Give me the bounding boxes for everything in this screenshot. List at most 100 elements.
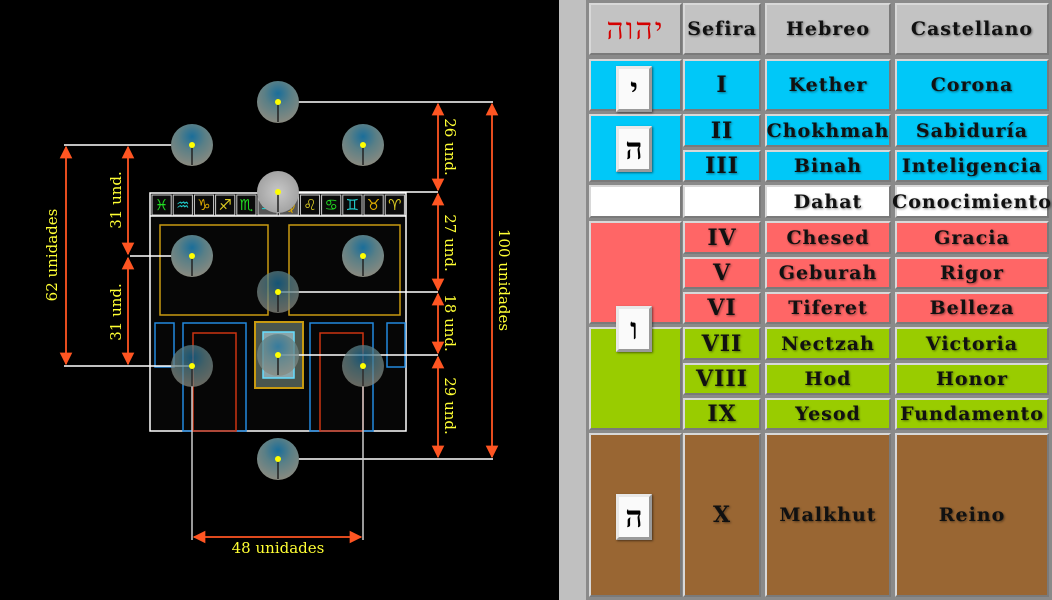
sefira-cell: X [683,433,761,597]
label-100-unidades: 100 unidades [495,229,513,331]
sefira-cell: VII [683,327,761,360]
sphere-kether [257,81,299,123]
svg-text:♋: ♋ [324,196,337,214]
label-26-und: 26 und. [441,118,459,176]
hebreo-cell: Yesod [765,398,891,430]
hebreo-cell-text: Yesod [795,403,861,425]
castellano-cell-text: Conocimiento [892,190,1052,213]
sefira-cell-text: II [710,117,734,144]
castellano-cell-text: Sabiduría [915,119,1029,142]
node-dot [275,352,281,358]
node-dot [275,99,281,105]
node-dot [189,142,195,148]
castellano-cell-text: Victoria [925,332,1019,355]
svg-text:♊: ♊ [346,196,359,214]
castellano-cell: Sabiduría [895,114,1049,147]
header-tetragrammaton-text: יהוה [606,11,665,47]
castellano-cell-text: Honor [935,368,1009,390]
label-27-und: 27 und. [441,214,459,272]
svg-text:♏: ♏ [240,196,254,214]
svg-text:♓: ♓ [155,196,168,214]
hebreo-cell-text: Chesed [786,226,870,249]
sefira-cell: IV [683,221,761,254]
zodiac-pisces-icon: ♓ [151,194,172,216]
vav-letter-icon: ו [616,306,652,352]
sefira-cell-text: X [712,502,732,528]
hebreo-cell: Chesed [765,221,891,254]
header-tetragrammaton: יהוה [589,3,682,55]
castellano-cell-text: Inteligencia [901,155,1043,177]
castellano-cell: Victoria [895,327,1049,360]
hebreo-cell: Tiferet [765,292,891,324]
sefira-cell: VIII [683,363,761,395]
castellano-cell-text: Fundamento [900,403,1044,425]
node-dot [360,142,366,148]
diagram-canvas: ♓♒♑♐♏♎♍♌♋♊♉♈ 6 [43,81,513,557]
zodiac-cancer-icon: ♋ [321,194,342,216]
letter-cell-2 [589,185,682,218]
castellano-cell: Rigor [895,257,1049,289]
castellano-cell-text: Reino [938,504,1006,526]
sefira-cell: III [683,150,761,182]
zodiac-leo-icon: ♌ [299,194,321,216]
label-31-lower: 31 und. [107,283,125,341]
sefira-cell: VI [683,292,761,324]
sphere-hod [171,345,213,387]
hebreo-cell: Kether [765,59,891,111]
node-dot [189,253,195,259]
castellano-cell: Honor [895,363,1049,395]
node-dot [189,363,195,369]
dimension-arrows [59,102,499,544]
svg-text:♒: ♒ [176,196,189,214]
node-dot [275,289,281,295]
leader-lines [64,101,493,540]
hebreo-cell-text: Dahat [793,190,863,213]
sefira-cell [683,185,761,218]
gold-frame-left [159,224,269,316]
hebreo-cell: Geburah [765,257,891,289]
he-final-letter-icon: ה [616,494,652,540]
zodiac-scorpio-icon: ♏ [236,194,257,216]
header-sefira-text: Sefira [687,18,757,40]
label-31-upper: 31 und. [107,171,125,229]
hebreo-cell: Hod [765,363,891,395]
zodiac-aquarius-icon: ♒ [172,194,193,216]
castellano-cell-text: Corona [930,74,1014,96]
node-dot [360,363,366,369]
sphere-binah [171,124,213,166]
hebreo-cell: Binah [765,150,891,182]
sphere-chokhmah [342,124,384,166]
node-dot [275,456,281,462]
sefira-cell-text: VI [707,295,737,321]
zodiac-taurus-icon: ♉ [363,194,384,216]
sphere-malkhut [257,438,299,480]
castellano-cell-text: Gracia [934,226,1010,249]
header-hebreo-text: Hebreo [785,18,871,40]
hebreo-cell-text: Chokhmah [766,119,890,142]
blue-pillar-far-left [154,322,175,368]
yod-letter-icon: י [616,66,652,112]
svg-text:♐: ♐ [218,196,231,214]
sphere-daat [257,171,299,213]
sefira-cell-text: I [716,72,728,98]
hebreo-cell-text: Hod [804,368,852,390]
hebreo-cell-text: Kether [788,74,868,96]
sphere-netzach [342,345,384,387]
hebreo-cell-text: Binah [793,155,863,177]
zodiac-gemini-icon: ♊ [342,194,363,216]
sefirot-spheres [171,81,384,480]
sphere-chesed [342,235,384,277]
castellano-cell: Conocimiento [892,185,1052,218]
castellano-cell: Reino [895,433,1049,597]
sefira-cell: II [683,114,761,147]
sphere-tiferet [257,271,299,313]
header-castellano: Castellano [895,3,1049,55]
castellano-cell: Corona [895,59,1049,111]
svg-text:♉: ♉ [367,196,380,214]
svg-text:♈: ♈ [388,196,401,214]
sphere-geburah [171,235,213,277]
castellano-cell-text: Belleza [929,297,1015,319]
svg-text:♌: ♌ [303,196,316,214]
header-hebreo: Hebreo [765,3,891,55]
